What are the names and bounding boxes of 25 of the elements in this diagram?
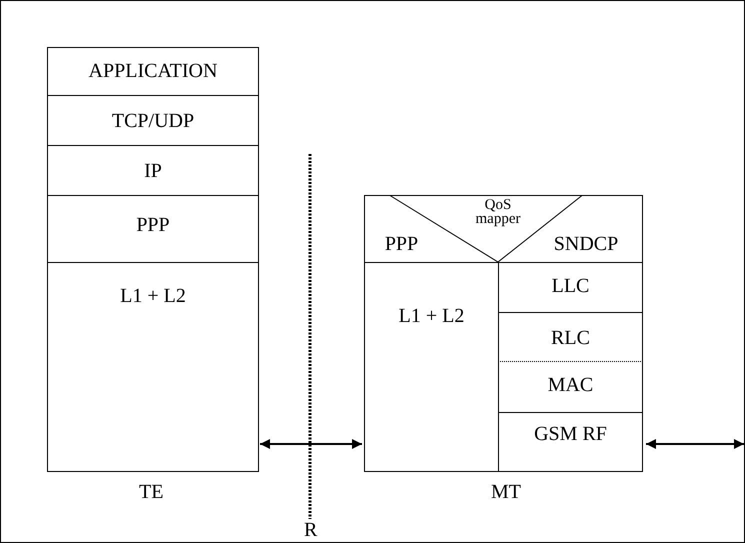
layer-name: RLC bbox=[550, 327, 591, 350]
layer-name: PPP bbox=[135, 214, 171, 237]
layer-name: MAC bbox=[546, 374, 594, 397]
layer-name: L1 + L2 bbox=[119, 285, 187, 308]
layer-name: IP bbox=[143, 160, 163, 183]
stack-label: TE bbox=[139, 481, 164, 504]
triangle-label: QoS mapper bbox=[470, 198, 526, 226]
layer-box bbox=[47, 195, 259, 263]
layer-box bbox=[47, 262, 259, 472]
layer-name: LLC bbox=[550, 275, 590, 298]
layer-box bbox=[364, 262, 499, 472]
layer-name: PPP bbox=[384, 233, 420, 256]
reference-point-label: R bbox=[304, 519, 318, 542]
layer-name: L1 + L2 bbox=[398, 305, 466, 328]
layer-box bbox=[498, 412, 643, 472]
layer-name: TCP/UDP bbox=[110, 110, 196, 133]
layer-name: APPLICATION bbox=[88, 60, 218, 83]
layer-box bbox=[47, 145, 259, 196]
layer-name: GSM RF bbox=[533, 423, 608, 446]
double-arrow bbox=[646, 439, 744, 449]
stack-label: MT bbox=[491, 481, 521, 504]
layer-box bbox=[47, 95, 259, 146]
layer-box bbox=[47, 47, 259, 96]
layer-name: SNDCP bbox=[552, 233, 620, 256]
double-arrow bbox=[260, 439, 362, 449]
